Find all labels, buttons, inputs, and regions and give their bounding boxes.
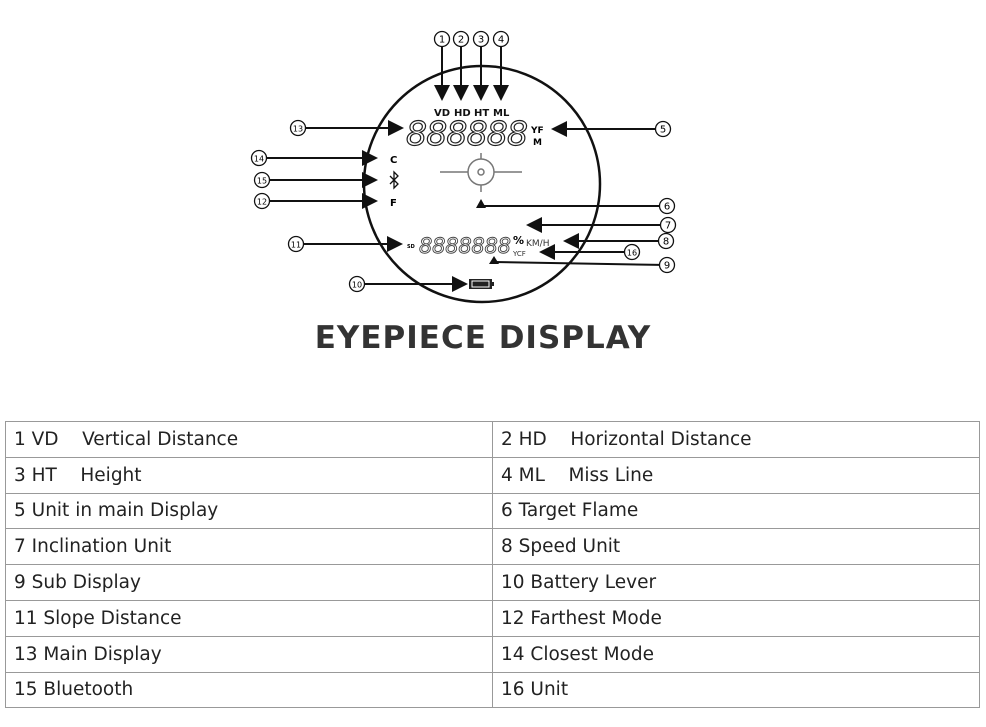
table-cell: 8 Speed Unit <box>492 528 980 566</box>
table-cell: 10 Battery Lever <box>492 564 980 601</box>
page-title: EYEPIECE DISPLAY <box>314 320 652 356</box>
crosshair-icon <box>440 153 522 192</box>
table-cell: 7 Inclination Unit <box>5 528 493 566</box>
battery-icon <box>469 279 494 289</box>
table-cell: 14 Closest Mode <box>492 635 980 673</box>
label-ht: HT <box>474 108 489 119</box>
callout-circle-16 <box>623 243 641 261</box>
bluetooth-icon <box>389 170 399 190</box>
label-hd: HD <box>454 108 471 119</box>
callout-number-7: 7 <box>665 221 671 232</box>
callout-circle-5 <box>654 120 672 138</box>
callout-circle-8 <box>657 232 675 250</box>
callout-number-14: 14 <box>254 155 264 164</box>
label-ml: ML <box>493 108 510 119</box>
callout-circle-11 <box>287 235 305 253</box>
table-cell: 12 Farthest Mode <box>492 599 980 637</box>
top-labels: VD HD HT ML <box>434 108 510 119</box>
callout-number-16: 16 <box>627 249 637 258</box>
callout-circle-2 <box>452 30 470 48</box>
table-cell: 1 VD Vertical Distance <box>5 421 493 458</box>
table-cell: 16 Unit <box>492 671 980 709</box>
callout-circle-6 <box>658 197 676 215</box>
callout-number-1: 1 <box>439 35 445 46</box>
callout-number-5: 5 <box>660 125 666 136</box>
callout-number-15: 15 <box>257 177 267 186</box>
callout-number-10: 10 <box>352 281 362 290</box>
sub-prefix-sd: SD <box>407 244 415 250</box>
callout-number-11: 11 <box>291 241 301 250</box>
callout-number-2: 2 <box>458 35 464 46</box>
table-cell: 9 Sub Display <box>5 564 493 601</box>
callout-circle-4 <box>492 30 510 48</box>
unit-ycf: YCF <box>512 250 526 258</box>
table-cell: 11 Slope Distance <box>5 599 493 637</box>
callout-circle-1 <box>433 30 451 48</box>
callout-arrow-9 <box>493 261 660 266</box>
callout-circle-7 <box>659 216 677 234</box>
callout-number-13: 13 <box>293 125 303 134</box>
farthest-mode-f: F <box>390 198 397 209</box>
speed-unit: KM/H <box>526 239 549 249</box>
callout-circle-13 <box>289 119 307 137</box>
callout-number-8: 8 <box>663 237 669 248</box>
table-cell: 13 Main Display <box>5 635 493 673</box>
table-cell: 2 HD Horizontal Distance <box>492 421 980 458</box>
callout-number-12: 12 <box>257 198 267 207</box>
main-display-digits: 888888 <box>406 114 528 153</box>
table-cell: 4 ML Miss Line <box>492 456 980 494</box>
sub-display-marker <box>489 256 499 264</box>
callout-circle-12 <box>253 192 271 210</box>
table-cell: 5 Unit in main Display <box>5 492 493 530</box>
callout-circle-3 <box>472 30 490 48</box>
eyepiece-diagram: VD HD HT ML 888888 YF M C F SD 8888888 %… <box>250 30 677 304</box>
eyepiece-circle <box>362 64 602 304</box>
callout-circle-10 <box>348 275 366 293</box>
sub-display-digits: 8888888 <box>419 234 511 258</box>
table-cell: 15 Bluetooth <box>5 671 493 709</box>
table-cell: 6 Target Flame <box>492 492 980 530</box>
label-vd: VD <box>434 108 450 119</box>
closest-mode-c: C <box>390 155 397 166</box>
callout-number-9: 9 <box>664 261 670 272</box>
unit-m: M <box>533 138 542 148</box>
target-frame-marker <box>476 199 486 208</box>
unit-yf: YF <box>530 126 544 136</box>
table-cell: 3 HT Height <box>5 456 493 494</box>
callout-circle-9 <box>658 256 676 274</box>
callout-circle-14 <box>250 149 268 167</box>
callout-number-3: 3 <box>478 35 484 46</box>
callout-circle-15 <box>253 171 271 189</box>
callout-number-4: 4 <box>498 35 504 46</box>
inclination-unit: % <box>513 234 524 247</box>
callout-number-6: 6 <box>664 202 670 213</box>
